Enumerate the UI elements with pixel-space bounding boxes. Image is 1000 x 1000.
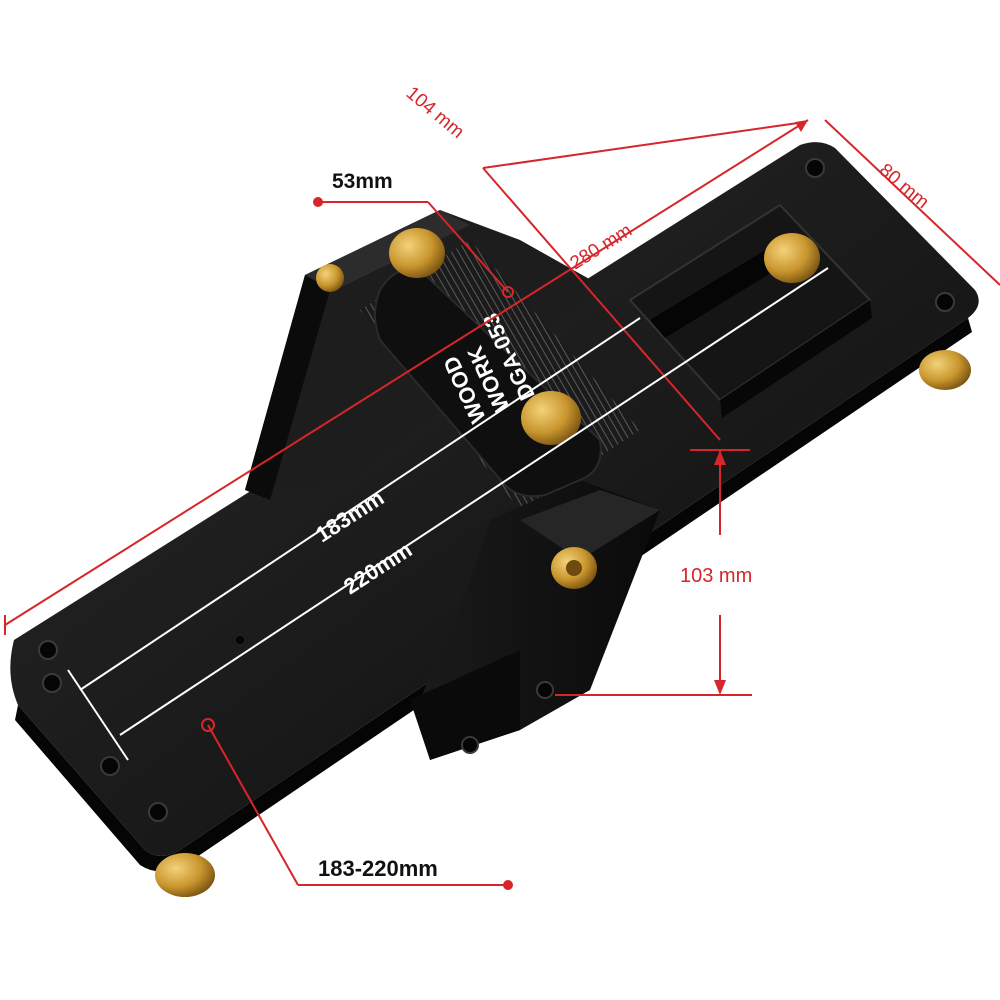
dimension-103-label: 103 mm: [680, 565, 752, 587]
dimension-lines: [4, 119, 1000, 886]
dimension-104-label: 104 mm: [402, 83, 468, 143]
brass-parts: [155, 228, 971, 897]
dimension-arrowheads: [714, 120, 808, 695]
dimension-53-label: 53mm: [332, 170, 393, 193]
screw-holes: [38, 158, 955, 822]
white-dimension-lines: [67, 267, 829, 761]
dimension-range-label: 183-220mm: [318, 856, 438, 881]
dimension-dots: [201, 197, 514, 890]
center-clamp-block: [410, 480, 660, 760]
